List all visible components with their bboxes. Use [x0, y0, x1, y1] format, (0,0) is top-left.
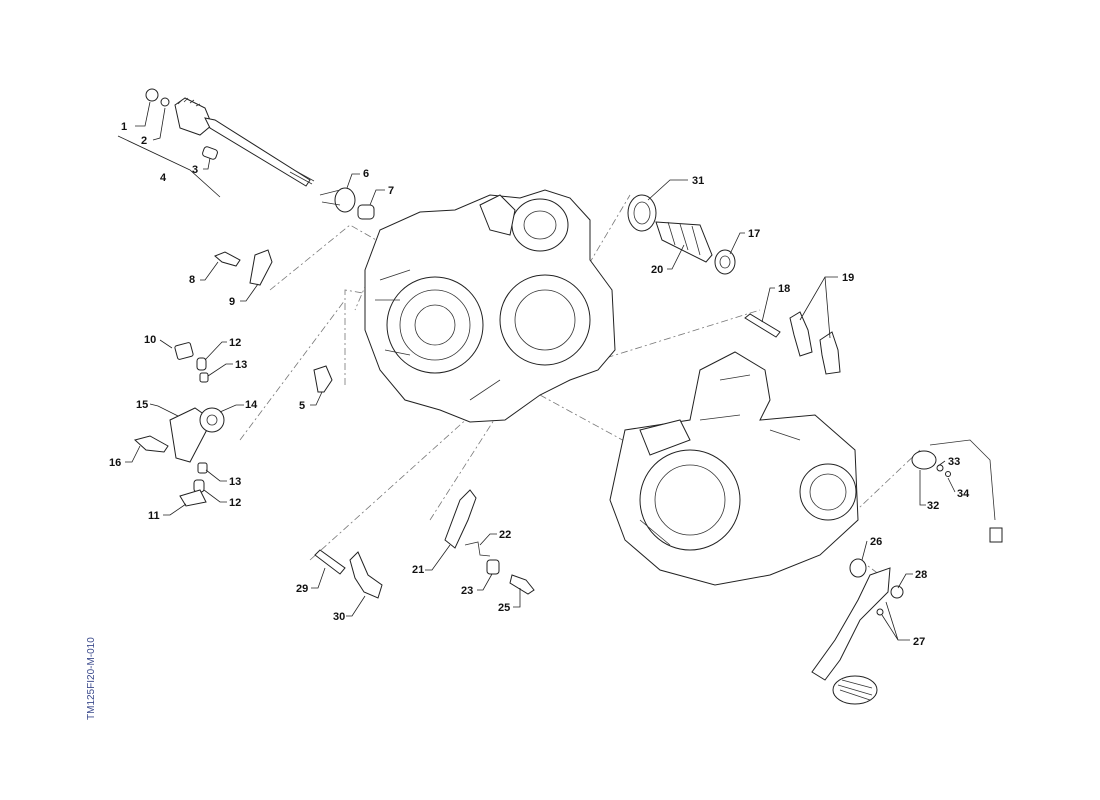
bush-7 [357, 204, 375, 220]
label-26: 26 [870, 536, 882, 548]
bracket-4 [117, 135, 221, 198]
label-21: 21 [412, 564, 424, 576]
pin-29 [314, 549, 346, 575]
fork-30 [349, 551, 383, 599]
label-9: 9 [229, 296, 235, 308]
label-12a: 12 [229, 337, 241, 349]
label-2: 2 [141, 135, 147, 147]
pin-3 [202, 146, 218, 160]
washer-28 [890, 585, 904, 599]
gear-sensor [911, 439, 1003, 543]
label-6: 6 [363, 168, 369, 180]
bolt-25 [509, 574, 535, 595]
label-13b: 13 [229, 476, 241, 488]
rod-18 [744, 313, 781, 338]
fork-and-pin [314, 549, 383, 599]
spring-and-bush [319, 187, 375, 220]
right-crankcase [609, 351, 859, 586]
pin-12a [196, 357, 207, 371]
bush-23 [486, 559, 500, 575]
star-14 [199, 407, 225, 433]
shift-pedal [811, 558, 904, 705]
label-11: 11 [148, 510, 160, 522]
left-crankcase [364, 189, 616, 423]
nut-1 [145, 88, 159, 102]
leader-lines [125, 101, 956, 641]
bearing-31 [627, 194, 657, 232]
screw-and-lever [214, 249, 273, 286]
seal-26 [849, 558, 867, 578]
label-22: 22 [499, 529, 511, 541]
shift-shaft-assembly [117, 88, 315, 198]
lever-9 [249, 249, 273, 286]
label-19: 19 [842, 272, 854, 284]
pedal-27 [811, 567, 891, 681]
fork-19a [789, 311, 813, 357]
shift-shaft [204, 117, 311, 187]
block-11 [179, 489, 207, 507]
label-12b: 12 [229, 497, 241, 509]
label-15: 15 [136, 399, 148, 411]
label-28: 28 [915, 569, 927, 581]
ratchet-parts [444, 489, 535, 595]
drum-20 [655, 221, 713, 263]
label-29: 29 [296, 583, 308, 595]
label-16: 16 [109, 457, 121, 469]
spring-22 [464, 541, 491, 557]
label-8: 8 [189, 274, 195, 286]
label-34: 34 [957, 488, 970, 500]
label-14: 14 [245, 399, 258, 411]
label-10: 10 [144, 334, 156, 346]
selector-parts [133, 342, 225, 507]
sector-gear [174, 97, 213, 136]
label-3: 3 [192, 164, 198, 176]
label-7: 7 [388, 185, 394, 197]
label-20: 20 [651, 264, 663, 276]
washer-2 [160, 97, 170, 107]
shift-drum-assembly [627, 194, 736, 275]
lever-21 [444, 489, 477, 549]
connector [989, 527, 1003, 543]
label-5: 5 [299, 400, 305, 412]
label-1: 1 [121, 121, 127, 133]
spring-13a [199, 372, 209, 383]
fork-rod-and-forks [744, 311, 841, 375]
bearing-17 [714, 249, 736, 275]
part-labels: 1 2 3 4 6 7 8 9 10 12 13 15 14 16 13 12 … [109, 121, 970, 648]
screw-8 [214, 251, 241, 267]
fork-19b [819, 331, 841, 375]
label-17: 17 [748, 228, 760, 240]
spring-13b [197, 462, 208, 474]
label-27: 27 [913, 636, 925, 648]
stud-5 [313, 365, 333, 393]
block-10 [174, 342, 194, 360]
label-31: 31 [692, 175, 704, 187]
label-33: 33 [948, 456, 960, 468]
label-13a: 13 [235, 359, 247, 371]
label-25: 25 [498, 602, 510, 614]
drawing-code: TM125FI20-M-010 [86, 637, 97, 720]
label-23: 23 [461, 585, 473, 597]
label-18: 18 [778, 283, 790, 295]
bolt-16 [133, 435, 169, 453]
label-32: 32 [927, 500, 939, 512]
spring-6 [334, 187, 356, 213]
sensor-32 [911, 450, 937, 470]
label-30: 30 [333, 611, 345, 623]
label-4: 4 [160, 172, 167, 184]
